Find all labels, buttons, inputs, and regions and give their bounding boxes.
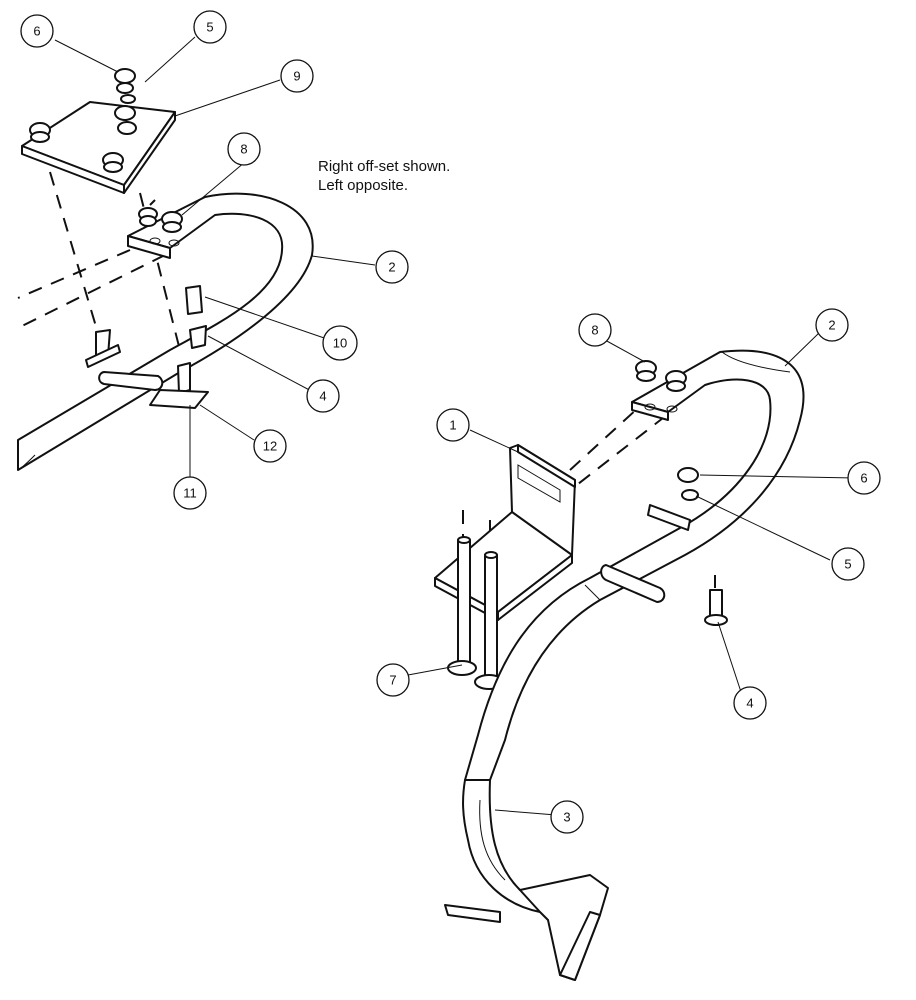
- right-hardware: [635, 360, 728, 626]
- svg-text:12: 12: [263, 439, 277, 454]
- right-callouts: 8 2 1 6 5: [376, 308, 881, 834]
- offset-note: Right off-set shown. Left opposite.: [318, 157, 450, 195]
- offset-note-line-2: Left opposite.: [318, 177, 409, 194]
- right-carriage-bolts: [447, 536, 504, 690]
- left-callouts: 6 5 9 8 2: [20, 10, 409, 510]
- svg-text:5: 5: [206, 20, 213, 35]
- left-spring-shank: [17, 192, 314, 471]
- callout-10: 10: [322, 325, 358, 361]
- callout-5-right: 5: [831, 547, 865, 581]
- left-assembly: 6 5 9 8 2: [17, 10, 409, 510]
- right-assembly: 8 2 1 6 5: [376, 308, 881, 981]
- callout-11: 11: [173, 476, 207, 510]
- callout-6-right: 6: [847, 461, 881, 495]
- svg-text:6: 6: [860, 471, 867, 486]
- svg-text:10: 10: [333, 336, 347, 351]
- callout-5-left: 5: [193, 10, 227, 44]
- svg-text:2: 2: [828, 318, 835, 333]
- mounting-bracket: [434, 444, 576, 621]
- svg-text:3: 3: [563, 810, 570, 825]
- callout-1: 1: [436, 408, 470, 442]
- svg-text:7: 7: [389, 673, 396, 688]
- svg-text:5: 5: [844, 557, 851, 572]
- svg-text:6: 6: [33, 24, 40, 39]
- shank-nuts: [138, 207, 183, 233]
- svg-text:1: 1: [449, 418, 456, 433]
- left-bolts-and-clamp: [85, 285, 209, 409]
- callout-3: 3: [550, 800, 584, 834]
- svg-text:9: 9: [293, 69, 300, 84]
- callout-8-left: 8: [227, 132, 261, 166]
- callout-4-right: 4: [733, 686, 767, 720]
- svg-text:11: 11: [183, 486, 197, 501]
- svg-text:2: 2: [388, 260, 395, 275]
- svg-text:8: 8: [591, 323, 598, 338]
- right-clamp: [600, 504, 691, 603]
- callout-6-left: 6: [20, 14, 54, 48]
- svg-text:4: 4: [319, 389, 326, 404]
- offset-note-line-1: Right off-set shown.: [318, 158, 451, 175]
- callout-8-right: 8: [578, 313, 612, 347]
- callout-9: 9: [280, 59, 314, 93]
- callout-7: 7: [376, 663, 410, 697]
- callout-12: 12: [253, 429, 287, 463]
- callout-2-right: 2: [815, 308, 849, 342]
- svg-text:4: 4: [746, 696, 753, 711]
- mounting-plate: [21, 101, 176, 194]
- plate-nuts: [29, 68, 137, 173]
- svg-text:8: 8: [240, 142, 247, 157]
- callout-2-left: 2: [375, 250, 409, 284]
- shank-and-point: [444, 779, 609, 981]
- callout-4-left: 4: [306, 379, 340, 413]
